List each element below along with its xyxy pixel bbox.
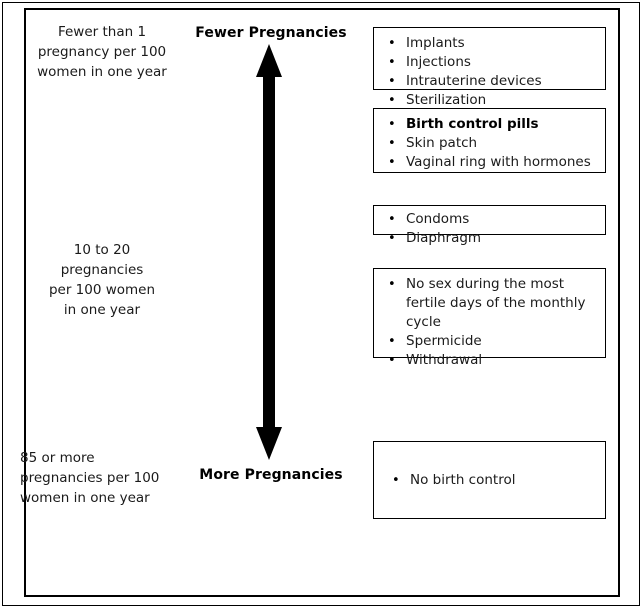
- method-list-item: • Withdrawal: [374, 351, 605, 370]
- bullet-icon: •: [388, 36, 396, 51]
- bullet-icon: •: [392, 473, 400, 488]
- method-list-item: • Sterilization: [374, 91, 605, 110]
- method-list-item: • Injections: [374, 53, 605, 72]
- method-list-item: • Intrauterine devices: [374, 72, 605, 91]
- rate-label-line: per 100 women: [48, 282, 156, 298]
- bullet-icon: •: [388, 212, 396, 227]
- axis-label-more-pregnancies: More Pregnancies: [199, 467, 343, 483]
- method-label: No birth control: [410, 472, 516, 488]
- method-list-item: • Diaphragm: [374, 229, 605, 248]
- bullet-icon: •: [388, 117, 396, 132]
- bullet-icon: •: [388, 136, 396, 151]
- method-label: Diaphragm: [406, 230, 482, 246]
- inner-frame: [24, 8, 620, 597]
- method-label: Birth control pills: [406, 116, 539, 132]
- method-list: • No sex during the most fertile days of …: [374, 275, 605, 370]
- method-list: • Birth control pills • Skin patch • Vaginal …: [374, 115, 605, 172]
- method-label: Withdrawal: [406, 352, 483, 368]
- rate-label-line: Fewer than 1: [57, 24, 147, 40]
- rate-label-line: pregnancies per 100: [20, 470, 160, 486]
- rate-label-line: pregnancies: [60, 262, 144, 278]
- bullet-icon: •: [388, 334, 396, 349]
- rate-label-line: women in one year: [20, 490, 150, 506]
- rate-label-line: in one year: [63, 302, 141, 318]
- axis-label-fewer-pregnancies: Fewer Pregnancies: [195, 25, 347, 41]
- method-box-barrier: • Condoms • Diaphragm: [373, 205, 606, 246]
- method-label: Vaginal ring with hormones: [406, 154, 591, 170]
- method-box-hormonal: • Birth control pills • Skin patch • Vaginal …: [373, 108, 606, 173]
- method-list: • Implants • Injections • Intrauterine device…: [374, 34, 605, 110]
- method-label: Intrauterine devices: [406, 73, 542, 89]
- method-label: Skin patch: [406, 135, 478, 151]
- bullet-icon: •: [388, 93, 396, 108]
- method-label: Sterilization: [406, 92, 487, 108]
- method-label: Condoms: [406, 211, 470, 227]
- method-list-item: • Skin patch: [374, 134, 605, 153]
- rate-label-top: Fewer than 1 pregnancy per 100 women in on…: [14, 22, 190, 82]
- rate-label-middle: 10 to 20 pregnancies per 100 women in one y…: [22, 240, 182, 320]
- rate-label-bottom: 85 or more pregnancies per 100 women in on…: [12, 448, 192, 508]
- method-list-item: • Birth control pills: [374, 115, 605, 134]
- method-list: • Condoms • Diaphragm: [374, 210, 605, 248]
- method-label: Injections: [406, 54, 471, 70]
- method-label: Spermicide: [406, 333, 482, 349]
- bullet-icon: •: [388, 55, 396, 70]
- method-list-item: • Vaginal ring with hormones: [374, 153, 605, 172]
- method-list-item: • Spermicide: [374, 332, 605, 351]
- bullet-icon: •: [388, 231, 396, 246]
- method-label: No sex during the most fertile days of t…: [406, 276, 586, 330]
- rate-label-line: 85 or more: [20, 450, 95, 466]
- method-list-item: • Condoms: [374, 210, 605, 229]
- method-label: Implants: [406, 35, 465, 51]
- bullet-icon: •: [388, 277, 396, 292]
- method-list-item: • No sex during the most fertile days of …: [374, 275, 605, 332]
- method-box-no-method: • No birth control: [373, 441, 606, 519]
- method-list-item: • Implants: [374, 34, 605, 53]
- method-box-behavioral: • No sex during the most fertile days of …: [373, 268, 606, 368]
- method-list: • No birth control: [374, 442, 605, 490]
- rate-label-line: 10 to 20: [73, 242, 131, 258]
- method-box-most-effective: • Implants • Injections • Intrauterine device…: [373, 27, 606, 108]
- double-headed-vertical-arrow-icon: [246, 44, 292, 460]
- bullet-icon: •: [388, 74, 396, 89]
- rate-label-line: women in one year: [37, 64, 167, 80]
- rate-label-line: pregnancy per 100: [37, 44, 167, 60]
- bullet-icon: •: [388, 155, 396, 170]
- bullet-icon: •: [388, 353, 396, 368]
- method-list-item: • No birth control: [374, 471, 605, 490]
